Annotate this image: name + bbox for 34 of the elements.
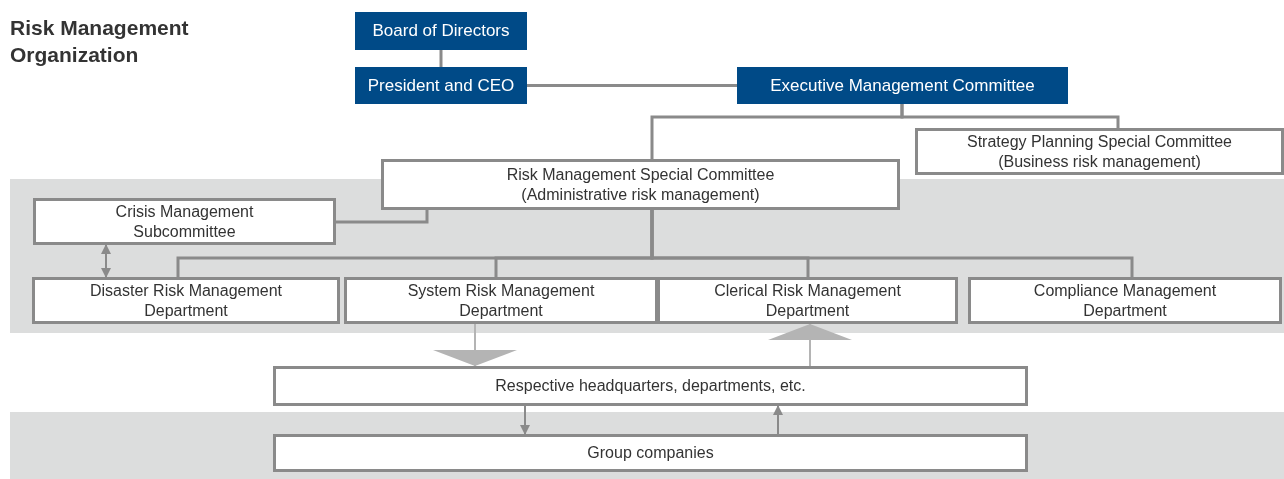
org-box bbox=[657, 277, 958, 324]
org-box bbox=[273, 434, 1028, 472]
arrow bbox=[520, 405, 530, 435]
connector-line bbox=[900, 104, 1120, 128]
chevron-arrow bbox=[433, 323, 517, 367]
box-label: Disaster Risk Management Department bbox=[88, 280, 284, 321]
org-box bbox=[33, 198, 336, 245]
box-label: System Risk Management Department bbox=[406, 280, 596, 321]
connector-line bbox=[439, 50, 443, 67]
box-label: Executive Management Committee bbox=[769, 75, 1036, 96]
chevron-arrow bbox=[768, 323, 852, 367]
box-label: Clerical Risk Management Department bbox=[713, 280, 902, 321]
org-box bbox=[32, 277, 340, 324]
diagram-title: Risk Management Organization bbox=[10, 15, 190, 68]
org-box bbox=[968, 277, 1282, 324]
box-label: Group companies bbox=[586, 443, 715, 463]
connector-line bbox=[336, 210, 429, 224]
arrow bbox=[773, 405, 783, 435]
org-box bbox=[355, 12, 527, 50]
box-label: Crisis Management Subcommittee bbox=[114, 201, 255, 242]
org-box bbox=[915, 128, 1284, 175]
org-box bbox=[737, 67, 1068, 104]
box-label: Compliance Management Department bbox=[1032, 280, 1218, 321]
box-label: President and CEO bbox=[366, 75, 516, 96]
org-box bbox=[273, 366, 1028, 406]
org-box bbox=[381, 159, 900, 210]
arrow bbox=[101, 244, 111, 278]
box-label: Respective headquarters, departments, etc. bbox=[494, 376, 807, 396]
org-box bbox=[355, 67, 527, 104]
box-label: Risk Management Special Committee (Administrative risk management) bbox=[505, 164, 776, 205]
box-label: Board of Directors bbox=[371, 21, 511, 41]
org-box bbox=[344, 277, 658, 324]
connector-line bbox=[527, 84, 737, 87]
box-label: Strategy Planning Special Committee (Business risk management) bbox=[966, 131, 1233, 172]
